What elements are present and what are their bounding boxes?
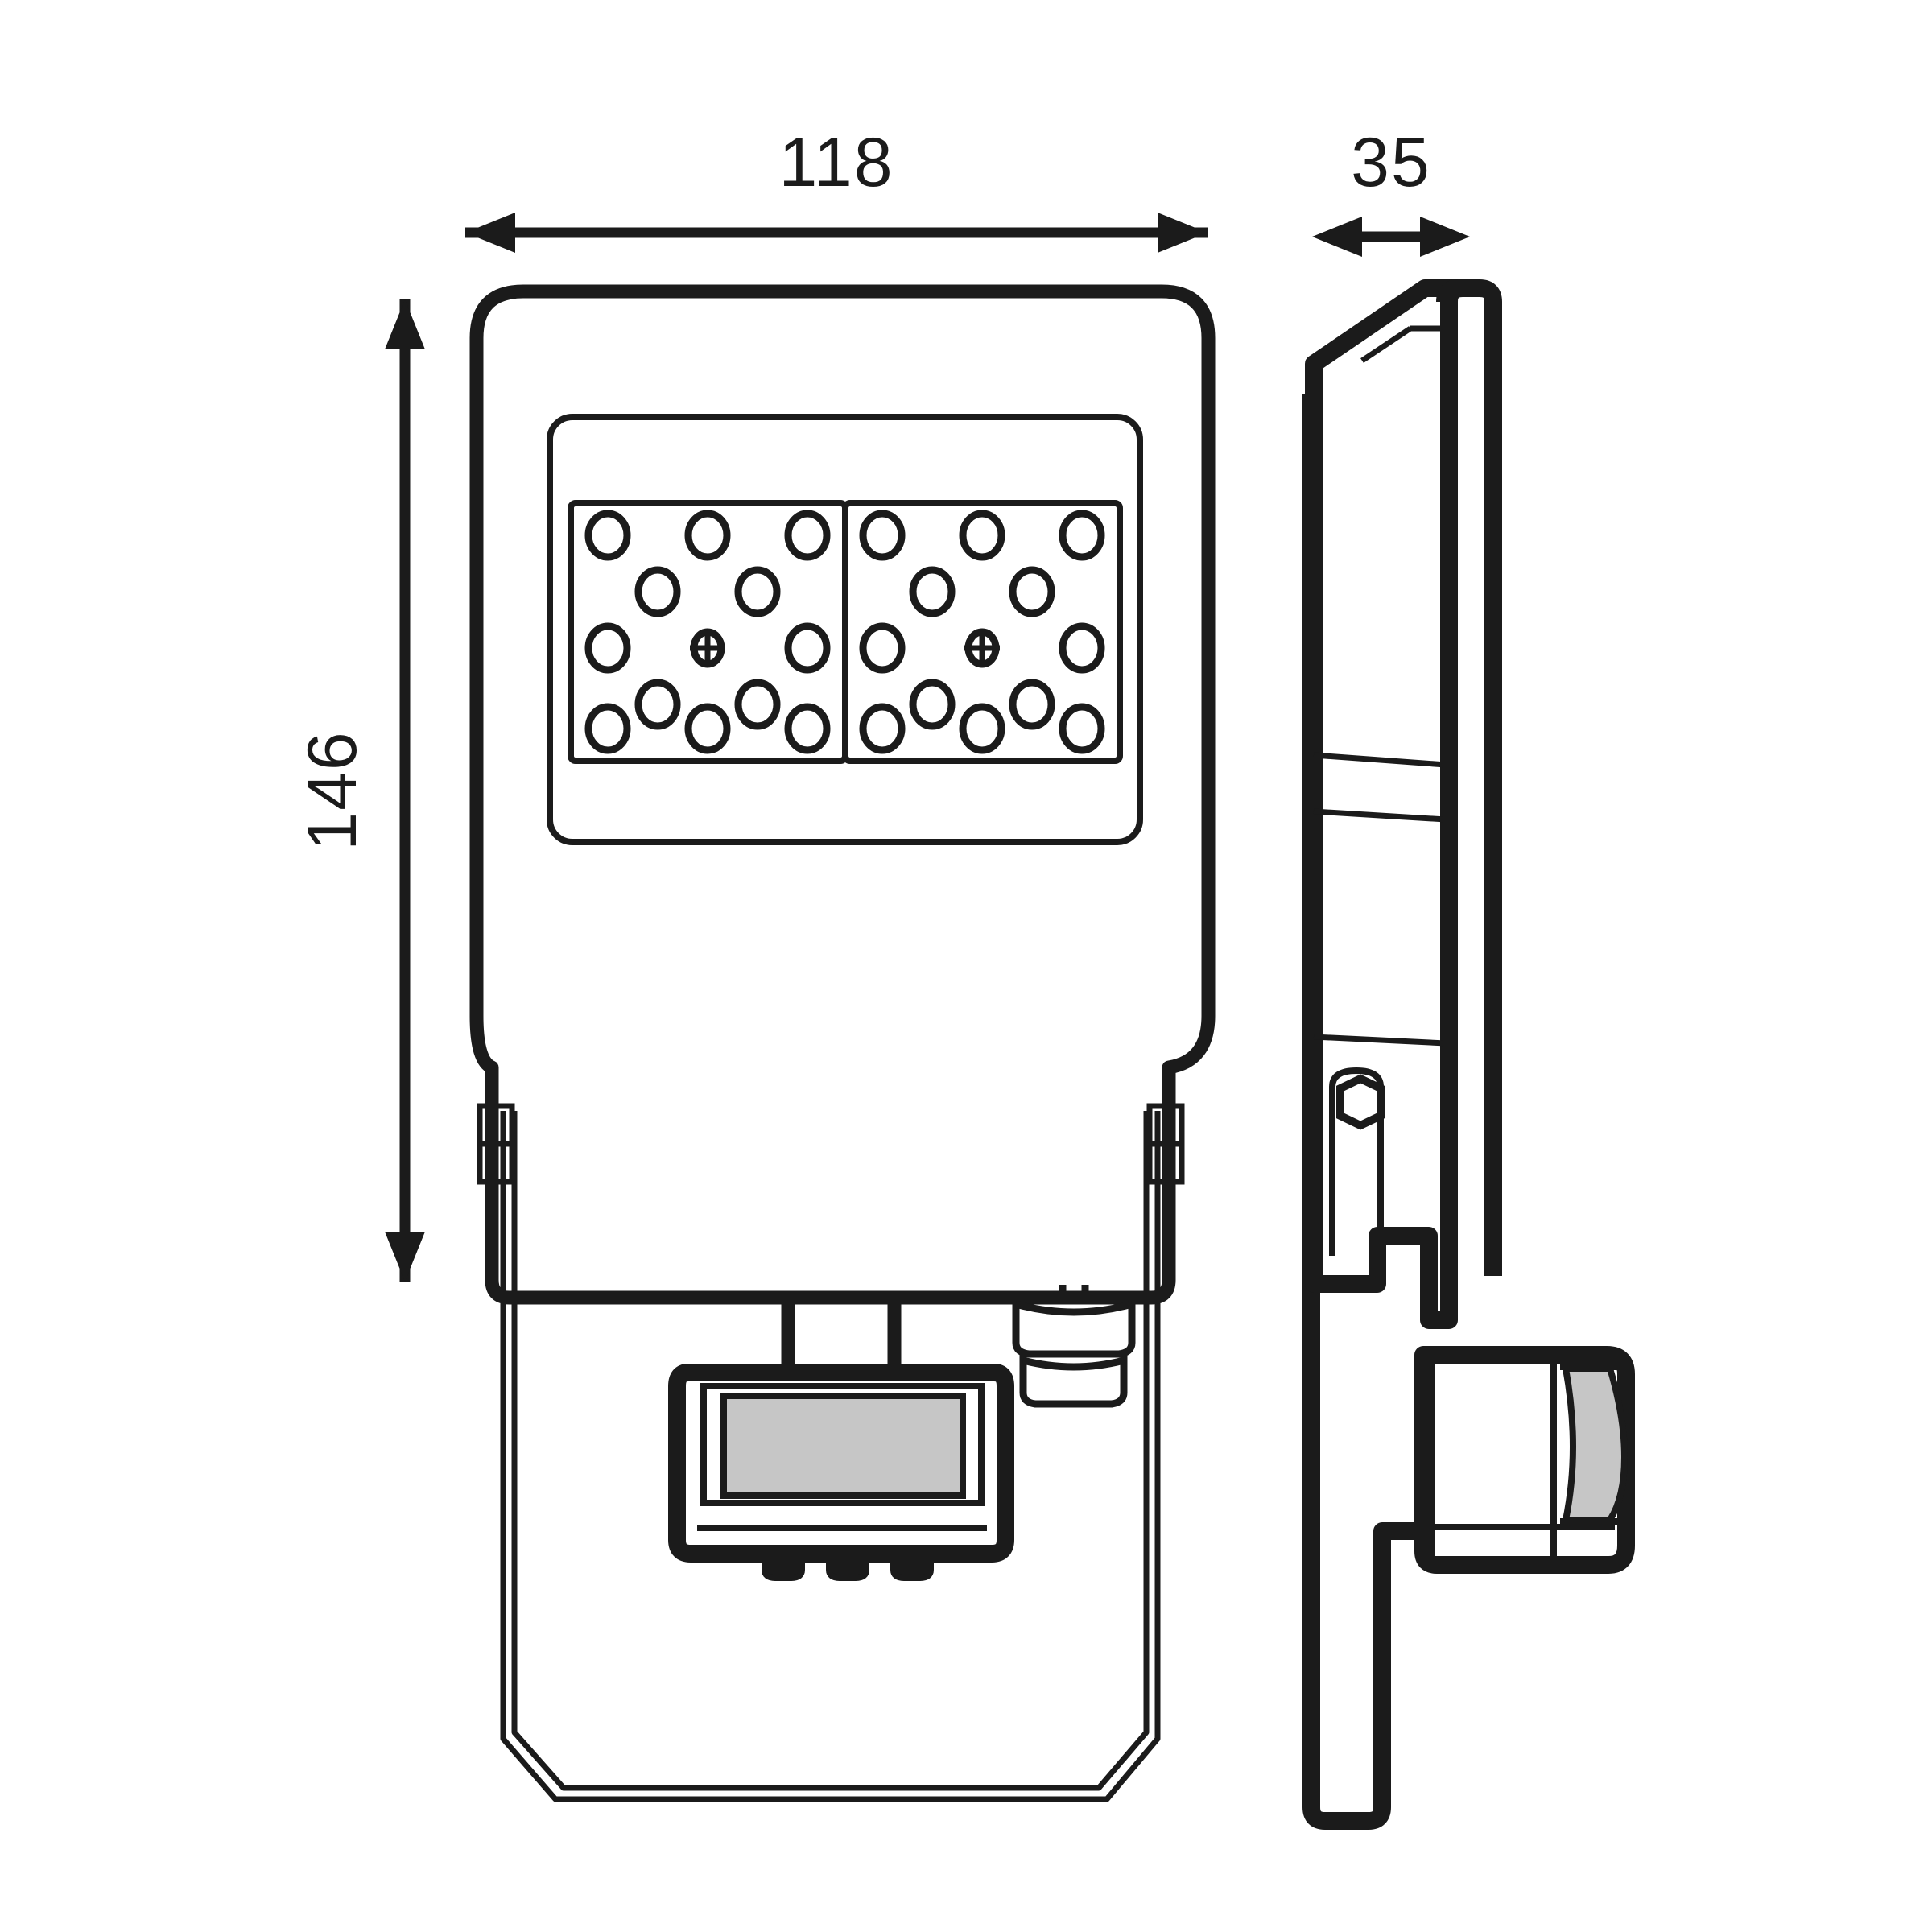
- sensor-lens-front: [720, 1393, 966, 1499]
- center-fastener-right-icon: [964, 628, 1000, 668]
- dimension-height-146: 146: [294, 299, 425, 1282]
- led: [909, 566, 956, 617]
- led-cover-glass: [547, 414, 1143, 845]
- sensor-tab: [826, 1550, 869, 1581]
- led: [959, 703, 1005, 754]
- led: [584, 622, 631, 674]
- cable-gland: [1012, 1285, 1136, 1408]
- led: [959, 510, 1005, 561]
- led: [1059, 510, 1105, 561]
- dimension-depth-label: 35: [1351, 124, 1431, 201]
- pir-sensor-front: [668, 1364, 1014, 1581]
- led-array-right: [859, 510, 1105, 754]
- led: [1059, 622, 1105, 674]
- led: [859, 510, 906, 561]
- led: [909, 679, 956, 730]
- led: [584, 510, 631, 561]
- mounting-bracket-side: [1302, 394, 1429, 1830]
- led: [734, 679, 781, 730]
- dimension-depth-35: 35: [1312, 124, 1470, 257]
- led: [734, 566, 781, 617]
- side-view: [1302, 279, 1635, 1830]
- led: [784, 703, 831, 754]
- pir-sensor-side: [1414, 1346, 1635, 1574]
- led: [784, 622, 831, 674]
- led-module-right: [842, 500, 1123, 764]
- dimension-width-118: 118: [465, 124, 1208, 253]
- housing-side-right-edge: [1436, 279, 1502, 1276]
- sensor-lens-side: [1562, 1365, 1629, 1523]
- hex-nut-icon: [1336, 1074, 1385, 1130]
- led: [859, 703, 906, 754]
- led: [634, 566, 681, 617]
- sensor-tab: [762, 1550, 805, 1581]
- sensor-tab: [890, 1550, 934, 1581]
- led: [1009, 679, 1055, 730]
- center-fastener-left-icon: [690, 628, 725, 668]
- housing-front-outline: [469, 284, 1216, 1305]
- hinge-boss-side: [1329, 1067, 1384, 1256]
- led: [684, 703, 731, 754]
- mounting-bracket-front: [500, 1111, 1161, 1802]
- led: [1059, 703, 1105, 754]
- dimension-height-label: 146: [294, 730, 371, 851]
- dimension-width-label: 118: [778, 124, 894, 201]
- led: [634, 679, 681, 730]
- led: [859, 622, 906, 674]
- front-view: [469, 284, 1216, 1802]
- led: [684, 510, 731, 561]
- led-array-left: [584, 510, 831, 754]
- led: [784, 510, 831, 561]
- led: [1009, 566, 1055, 617]
- housing-side-detail-lines: [1313, 306, 1449, 1272]
- led: [584, 703, 631, 754]
- sensor-stem: [781, 1292, 902, 1373]
